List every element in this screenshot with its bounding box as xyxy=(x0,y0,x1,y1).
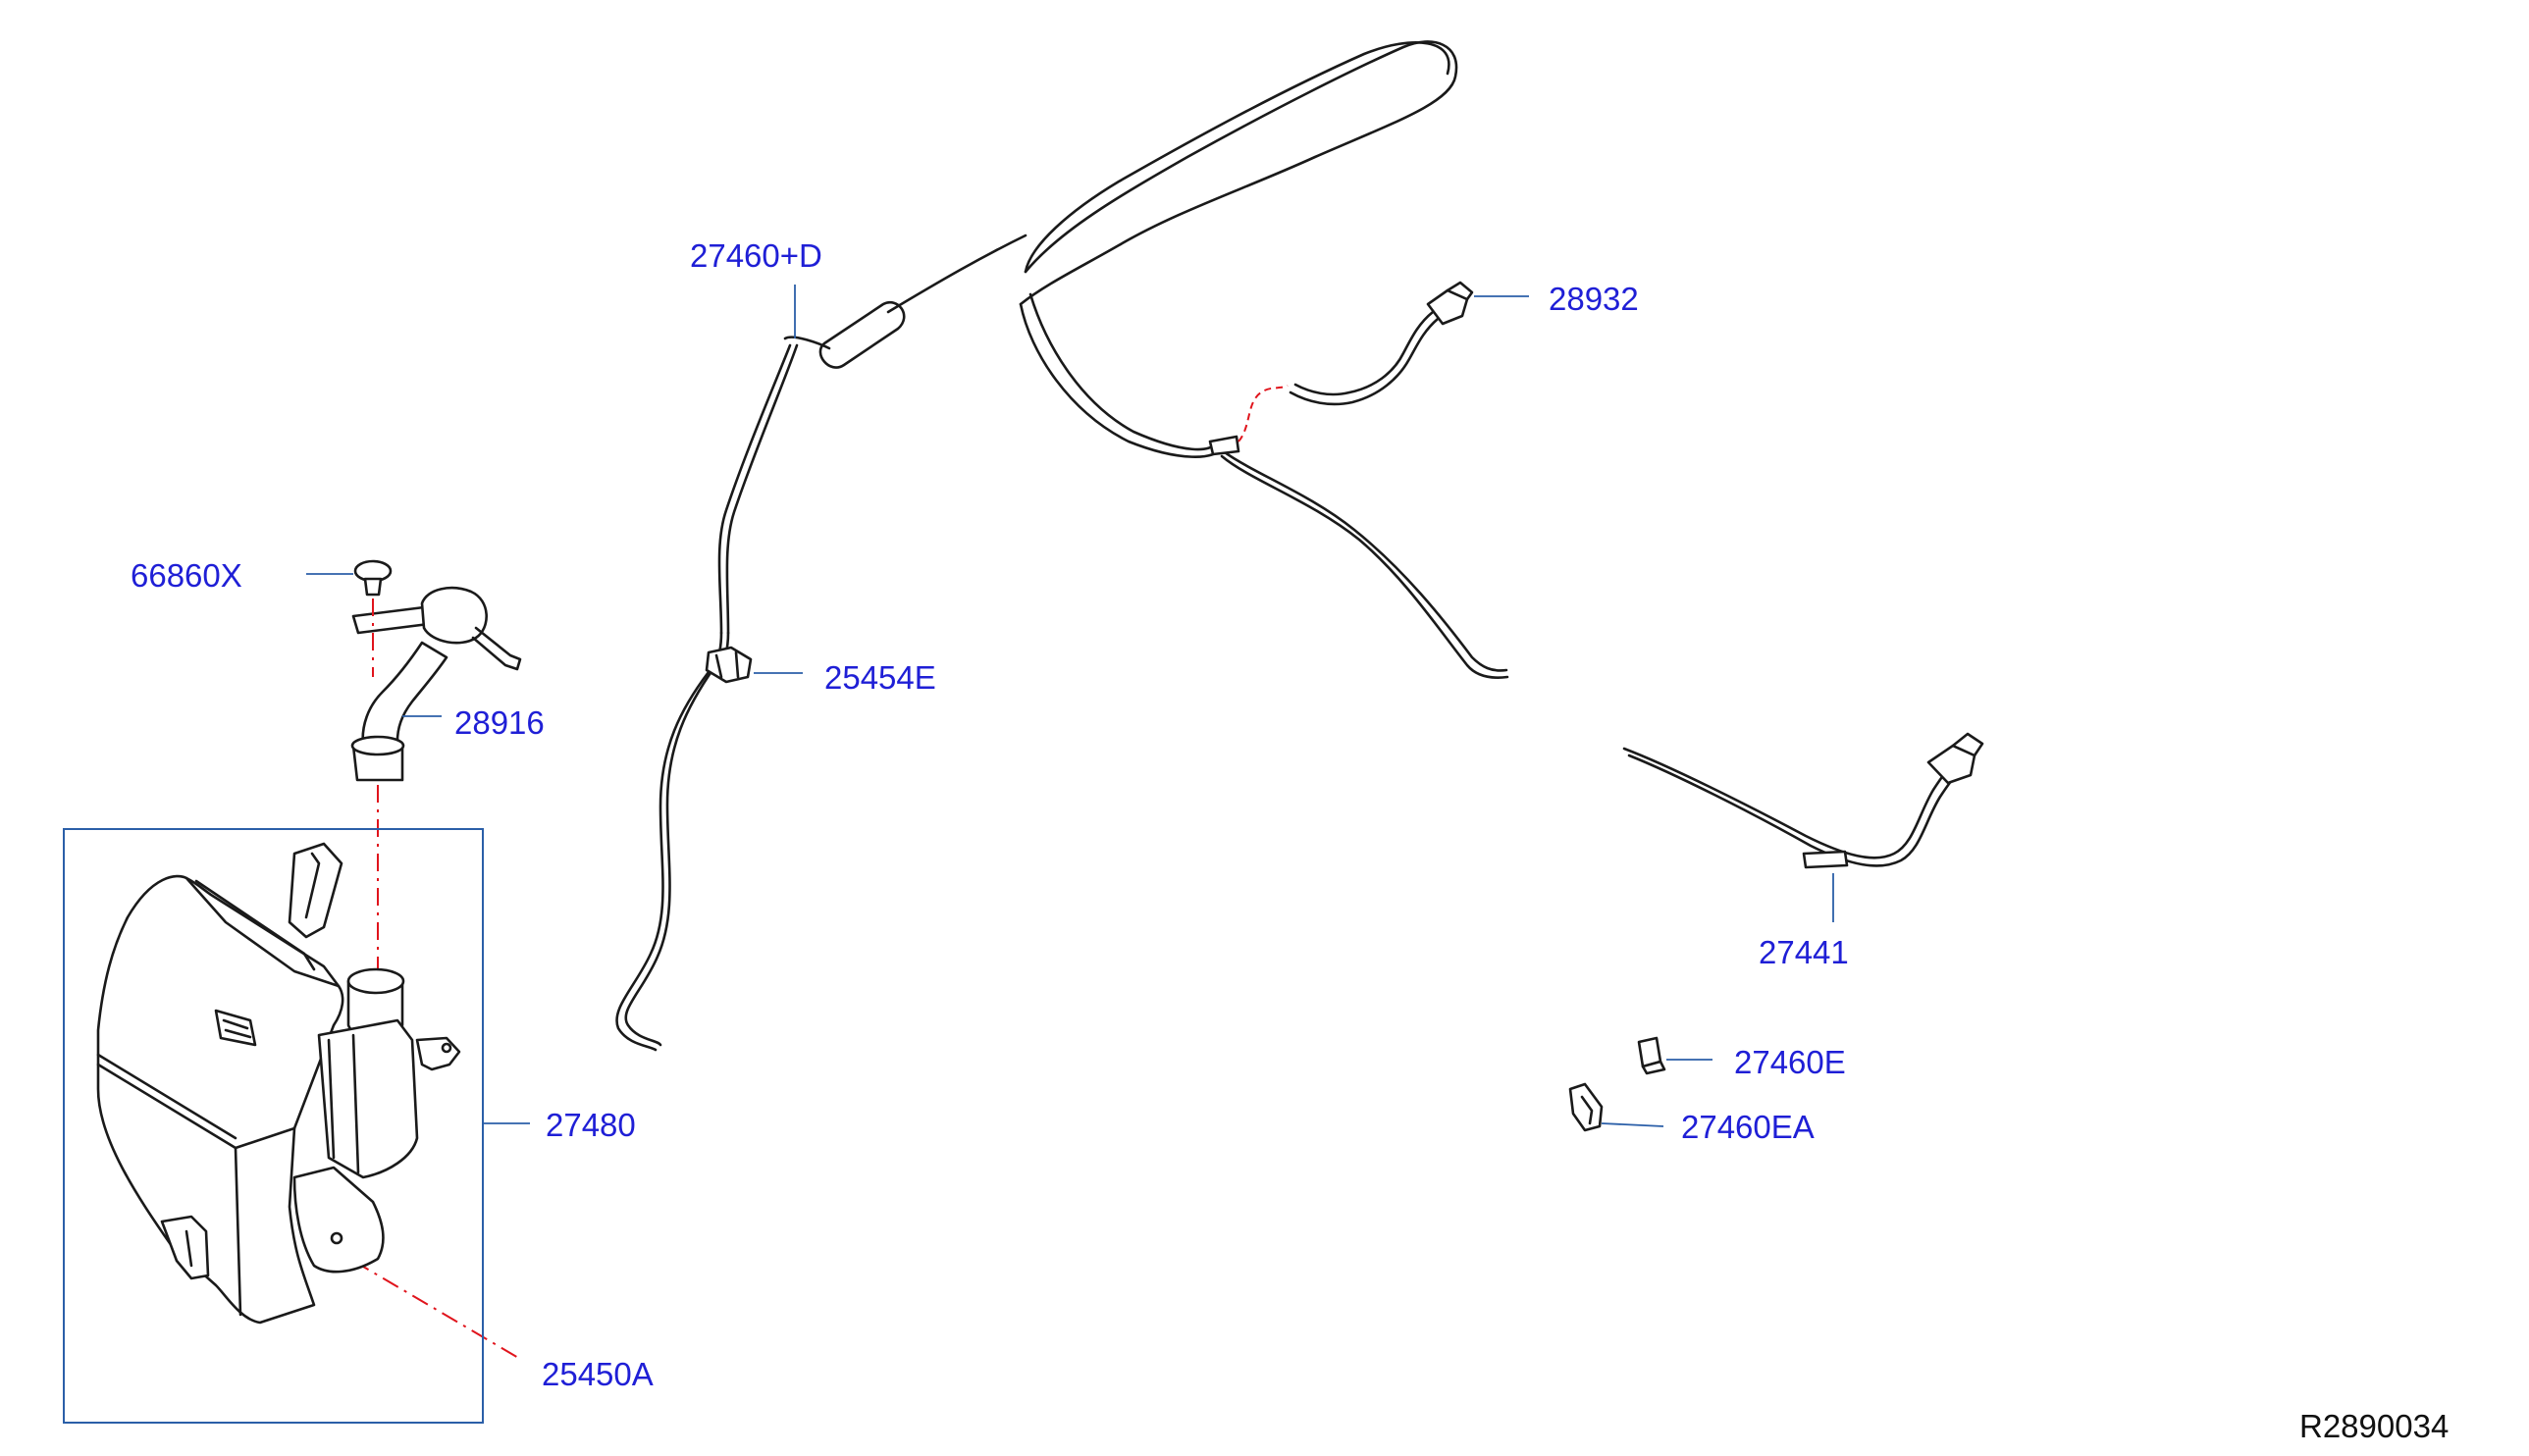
centerline-grommet xyxy=(352,1260,521,1360)
rear-washer-hose xyxy=(1622,732,1984,869)
callout-28916: 28916 xyxy=(454,704,545,741)
diagram-code: R2890034 xyxy=(2299,1408,2449,1444)
rear-nozzle-icon xyxy=(1926,744,1976,785)
washer-nozzle-icon xyxy=(1426,288,1469,326)
connector-ea-icon xyxy=(1568,1082,1604,1132)
callout-28932: 28932 xyxy=(1549,281,1639,317)
callout-66860X: 66860X xyxy=(131,557,242,594)
callout-27460E: 27460E xyxy=(1734,1044,1846,1080)
callout-27441: 27441 xyxy=(1759,934,1849,970)
callout-27480: 27480 xyxy=(546,1107,636,1143)
leader-27460EA xyxy=(1601,1122,1664,1127)
washer-hose-main xyxy=(615,40,1509,1052)
tank-assembly-frame xyxy=(63,828,484,1424)
reservoir-tank-icon xyxy=(96,842,461,1325)
connector-e-icon xyxy=(1637,1036,1666,1075)
check-valve-icon xyxy=(705,646,753,684)
callout-25454E: 25454E xyxy=(824,659,936,696)
nozzle-hose-assembly xyxy=(1289,281,1474,406)
connection-centerline-nozzle xyxy=(1238,385,1289,442)
callout-27460EA: 27460EA xyxy=(1681,1109,1815,1145)
leader-lines xyxy=(306,285,1834,1127)
callout-25450A: 25450A xyxy=(542,1356,654,1392)
callout-27460D: 27460+D xyxy=(690,237,822,274)
clip-icon xyxy=(353,559,393,597)
filler-neck-icon xyxy=(350,587,522,782)
